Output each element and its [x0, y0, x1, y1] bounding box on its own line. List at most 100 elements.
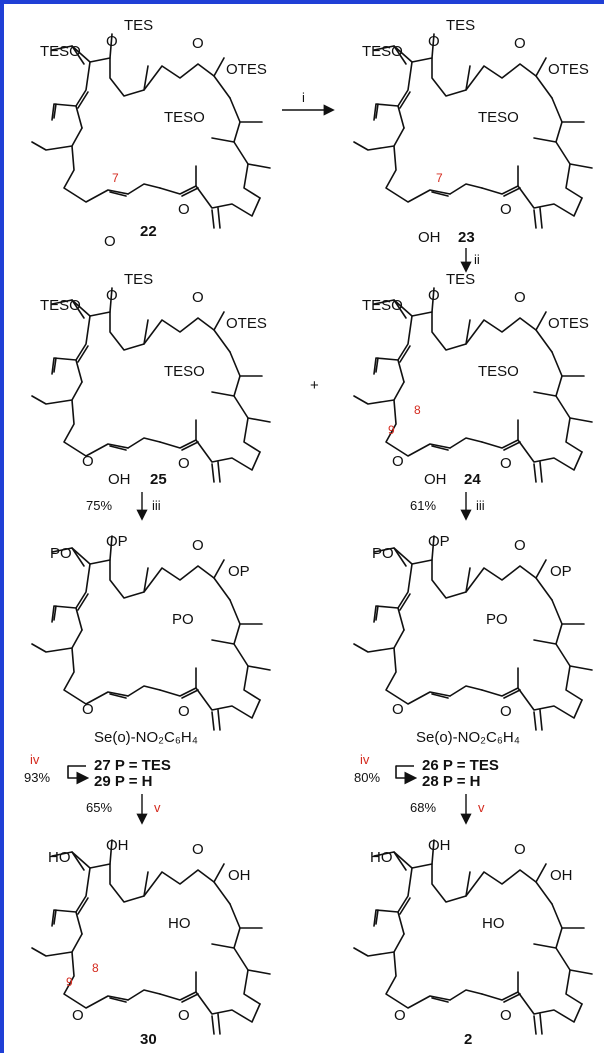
position-label-a: 9	[388, 423, 395, 437]
label-po-left: PO	[372, 545, 394, 562]
label-o-epoxide: O	[82, 701, 94, 718]
position-label-b: 8	[92, 961, 99, 975]
position-label: 7	[436, 171, 443, 185]
compound-27-29: PO OP O OP PO O O Se(o)-NO₂C₆H₄	[31, 533, 271, 746]
label-teso-left: TESO	[40, 43, 81, 60]
step-iv-right-yield: 80%	[354, 770, 380, 785]
label-teso-mid: TESO	[164, 363, 205, 380]
step-v-left-yield: 65%	[86, 800, 112, 815]
label-o-epoxide: O	[392, 701, 404, 718]
label-oh: OH	[424, 471, 447, 488]
step-v-right-label: v	[478, 800, 485, 815]
label-otes: OTES	[548, 315, 589, 332]
label-o-top: O	[428, 287, 440, 304]
compound-number: 25	[150, 471, 167, 488]
label-o-ester: O	[178, 1007, 190, 1024]
step-i-label: i	[302, 90, 305, 105]
label-o-top: O	[106, 287, 118, 304]
label-ho-mid: HO	[482, 915, 505, 932]
label-tes-top: TES	[124, 17, 153, 34]
label-teso-left: TESO	[362, 297, 403, 314]
label-otes: OTES	[226, 315, 267, 332]
label-po-mid: PO	[172, 611, 194, 628]
position-label: 7	[112, 171, 119, 185]
label-tes-top: TES	[124, 271, 153, 288]
compound-24: TESO TES O O OTES TESO O O OH 9 8 24	[353, 271, 593, 488]
step-iii-right-yield: 61%	[410, 498, 436, 513]
step-v-left-label: v	[154, 800, 161, 815]
label-o-ketone-top: O	[192, 537, 204, 554]
compound-number: 2	[464, 1031, 472, 1048]
protecting-group-line-1: 26 P = TES	[422, 757, 499, 774]
compound-2: HO OH O OH HO O O 2	[353, 837, 593, 1048]
label-o-ketone-top: O	[192, 35, 204, 52]
label-o-ester: O	[178, 201, 190, 218]
step-ii-label: ii	[474, 252, 480, 267]
compound-number: 24	[464, 471, 481, 488]
label-ho-mid: HO	[168, 915, 191, 932]
label-op-right: OP	[550, 563, 572, 580]
label-o-ketone-top: O	[514, 289, 526, 306]
step-iv-left-yield: 93%	[24, 770, 50, 785]
compound-number: 22	[140, 223, 157, 240]
label-tes-top: TES	[446, 17, 475, 34]
label-op-right: OP	[228, 563, 250, 580]
label-o-ketone-top: O	[192, 841, 204, 858]
label-o-ester: O	[178, 703, 190, 720]
label-o-ester: O	[500, 1007, 512, 1024]
protecting-group-line-2: 29 P = H	[94, 773, 153, 790]
label-oh: OH	[418, 229, 441, 246]
label-ho-left: HO	[48, 849, 71, 866]
label-oh-top: OH	[428, 837, 451, 854]
plus-sign: +	[310, 377, 319, 394]
label-o-ketone-top: O	[514, 841, 526, 858]
label-teso-left: TESO	[362, 43, 403, 60]
label-o-epoxide: O	[392, 453, 404, 470]
scheme-svg: TESO TES O O OTES TESO O O 7 22 i TESO T…	[24, 17, 593, 1048]
label-o-ketone: O	[104, 233, 116, 250]
step-iv-left-label: iv	[30, 752, 40, 767]
label-oh-top: OH	[106, 837, 129, 854]
position-label-a: 9	[66, 975, 73, 989]
label-o-ester: O	[500, 201, 512, 218]
label-o-ketone-top: O	[514, 35, 526, 52]
label-se: Se(o)-NO₂C₆H₄	[94, 729, 198, 746]
label-oh-right: OH	[228, 867, 251, 884]
label-teso-left: TESO	[40, 297, 81, 314]
label-o-ketone-top: O	[192, 289, 204, 306]
protecting-group-line-1: 27 P = TES	[94, 757, 171, 774]
label-o-ketone-top: O	[514, 537, 526, 554]
compound-25: TESO TES O O OTES TESO O O OH 25	[31, 271, 271, 488]
compound-23: TESO TES O O OTES TESO O OH 7 23	[353, 17, 593, 246]
label-oh: OH	[108, 471, 131, 488]
label-o-epoxide: O	[394, 1007, 406, 1024]
label-otes: OTES	[548, 61, 589, 78]
arrow-step-iv-left	[67, 765, 90, 785]
label-teso-mid: TESO	[478, 363, 519, 380]
position-label-b: 8	[414, 403, 421, 417]
step-v-right-yield: 68%	[410, 800, 436, 815]
label-po-mid: PO	[486, 611, 508, 628]
label-teso-mid: TESO	[478, 109, 519, 126]
label-o-epoxide: O	[82, 453, 94, 470]
compound-22: TESO TES O O OTES TESO O O 7 22	[31, 17, 271, 250]
compound-30: HO OH O OH HO O O 9 8 30	[31, 837, 271, 1048]
label-po-left: PO	[50, 545, 72, 562]
compound-number: 30	[140, 1031, 157, 1048]
step-iii-left-yield: 75%	[86, 498, 112, 513]
label-teso-mid: TESO	[164, 109, 205, 126]
label-o-epoxide: O	[72, 1007, 84, 1024]
label-otes: OTES	[226, 61, 267, 78]
label-tes-top: TES	[446, 271, 475, 288]
label-o-top: O	[428, 33, 440, 50]
protecting-group-line-2: 28 P = H	[422, 773, 481, 790]
compound-26-28: PO OP O OP PO O O Se(o)-NO₂C₆H₄	[353, 533, 593, 746]
step-iii-right-label: iii	[476, 498, 485, 513]
label-o-top: O	[106, 33, 118, 50]
arrow-step-iv-right	[395, 765, 418, 785]
compound-number: 23	[458, 229, 475, 246]
label-op-top: OP	[106, 533, 128, 550]
label-o-ester: O	[500, 455, 512, 472]
label-se: Se(o)-NO₂C₆H₄	[416, 729, 520, 746]
